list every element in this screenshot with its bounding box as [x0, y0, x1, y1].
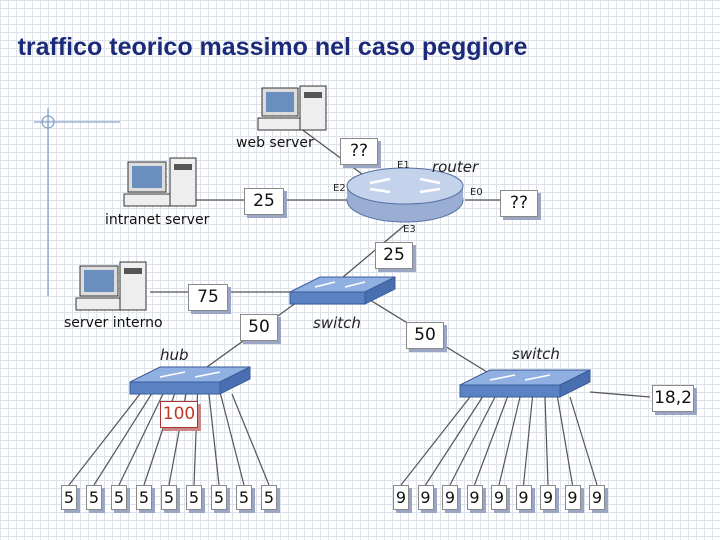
switch-client-value: 9	[564, 485, 581, 510]
web-server-icon	[257, 85, 327, 131]
switch-client-value: 9	[515, 485, 532, 510]
port-e1-label: E1	[397, 160, 410, 171]
hub-client-line	[93, 393, 153, 486]
hub-client-value: 5	[161, 485, 177, 510]
switch-link-value: 50	[406, 322, 444, 349]
switch-client-value: 9	[393, 485, 409, 510]
switch-client-value: 9	[491, 485, 507, 510]
switch-total-value: 18,2	[652, 385, 694, 412]
server-interno-label: server interno	[64, 315, 163, 331]
hub-client-value: 5	[136, 485, 152, 510]
slide-decoration	[34, 108, 120, 296]
hub-total-value: 100	[160, 401, 198, 428]
switch-client-line	[449, 396, 496, 486]
hub-client-value: 5	[186, 485, 202, 510]
hub-client-line	[118, 393, 164, 486]
link-web-router	[299, 127, 371, 181]
hub-label: hub	[160, 346, 189, 364]
hub-client-line	[231, 393, 270, 486]
switch-client-line	[569, 396, 598, 486]
hub-icon	[129, 366, 251, 395]
switch-top-icon	[289, 276, 396, 305]
link-switch-total	[589, 391, 651, 398]
switch-client-line	[400, 396, 471, 486]
page-title: traffico teorico massimo nel caso peggio…	[17, 33, 528, 61]
switch-client-value: 9	[540, 485, 556, 510]
intranet-server-label: intranet server	[105, 212, 210, 228]
server-interno-icon	[75, 261, 147, 311]
switch-right-icon	[459, 369, 591, 398]
hub-client-value: 5	[261, 485, 277, 510]
server-interno-link-value: 75	[188, 284, 228, 311]
e3-link-value: 25	[375, 242, 413, 269]
port-e3-label: E3	[403, 224, 416, 235]
hub-client-value: 5	[86, 485, 102, 510]
switch-client-line	[498, 396, 521, 486]
hub-client-line	[219, 393, 245, 486]
web-link-value: ??	[340, 138, 378, 165]
switch-client-line	[424, 396, 484, 486]
port-e0-label: E0	[470, 187, 483, 198]
hub-client-value: 5	[61, 485, 77, 510]
switch-client-line	[473, 396, 509, 486]
router-label: router	[432, 158, 479, 176]
hub-client-value: 5	[211, 485, 227, 510]
port-e2-label: E2	[333, 183, 346, 194]
hub-client-value: 5	[236, 485, 252, 510]
e0-link-value: ??	[500, 190, 538, 217]
intranet-link-value: 25	[244, 188, 284, 215]
router-icon	[346, 167, 464, 223]
hub-link-value: 50	[240, 314, 278, 341]
switch-client-value: 9	[442, 485, 458, 510]
hub-client-value: 5	[111, 485, 127, 510]
switch-client-value: 9	[589, 485, 605, 510]
switch-top-label: switch	[313, 314, 361, 332]
switch-client-line	[544, 396, 549, 486]
switch-client-line	[522, 396, 534, 486]
hub-client-line	[208, 393, 220, 486]
switch-client-line	[556, 396, 574, 486]
intranet-server-icon	[123, 157, 197, 207]
switch-client-value: 9	[466, 485, 483, 510]
hub-client-line	[68, 393, 141, 486]
web-server-label: web server	[236, 135, 314, 151]
switch-right-label: switch	[512, 345, 560, 363]
switch-client-value: 9	[417, 485, 434, 510]
